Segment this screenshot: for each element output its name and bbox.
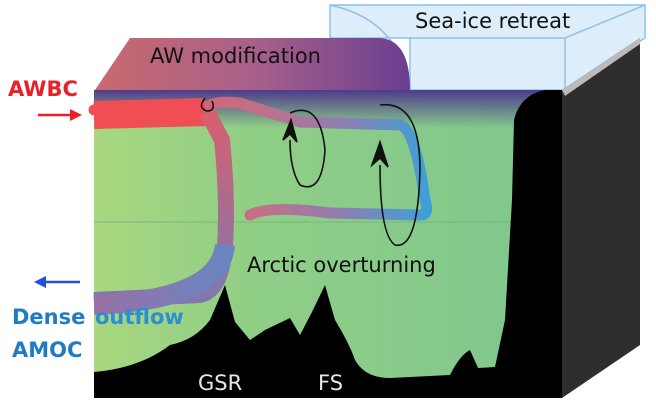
atlantic-water-pathway bbox=[88, 96, 433, 315]
box-side-face bbox=[562, 38, 640, 398]
sea-ice-retreat-label: Sea-ice retreat bbox=[415, 9, 570, 33]
gsr-label: GSR bbox=[198, 371, 242, 395]
outflow-label: outflow bbox=[95, 305, 184, 329]
awbc-inflow-arrow bbox=[38, 109, 82, 121]
fs-label: FS bbox=[318, 371, 343, 395]
amoc-label: AMOC bbox=[12, 338, 82, 362]
seafloor-topography bbox=[94, 90, 562, 398]
dense-outflow-arrow bbox=[34, 276, 80, 288]
aw-modification-dome bbox=[95, 38, 410, 90]
arctic-overturning-label: Arctic overturning bbox=[247, 253, 436, 277]
dense-label: Dense bbox=[12, 305, 85, 329]
awbc-label: AWBC bbox=[8, 77, 78, 101]
aw-modification-label: AW modification bbox=[150, 44, 321, 68]
overturning-eddies bbox=[200, 97, 421, 246]
